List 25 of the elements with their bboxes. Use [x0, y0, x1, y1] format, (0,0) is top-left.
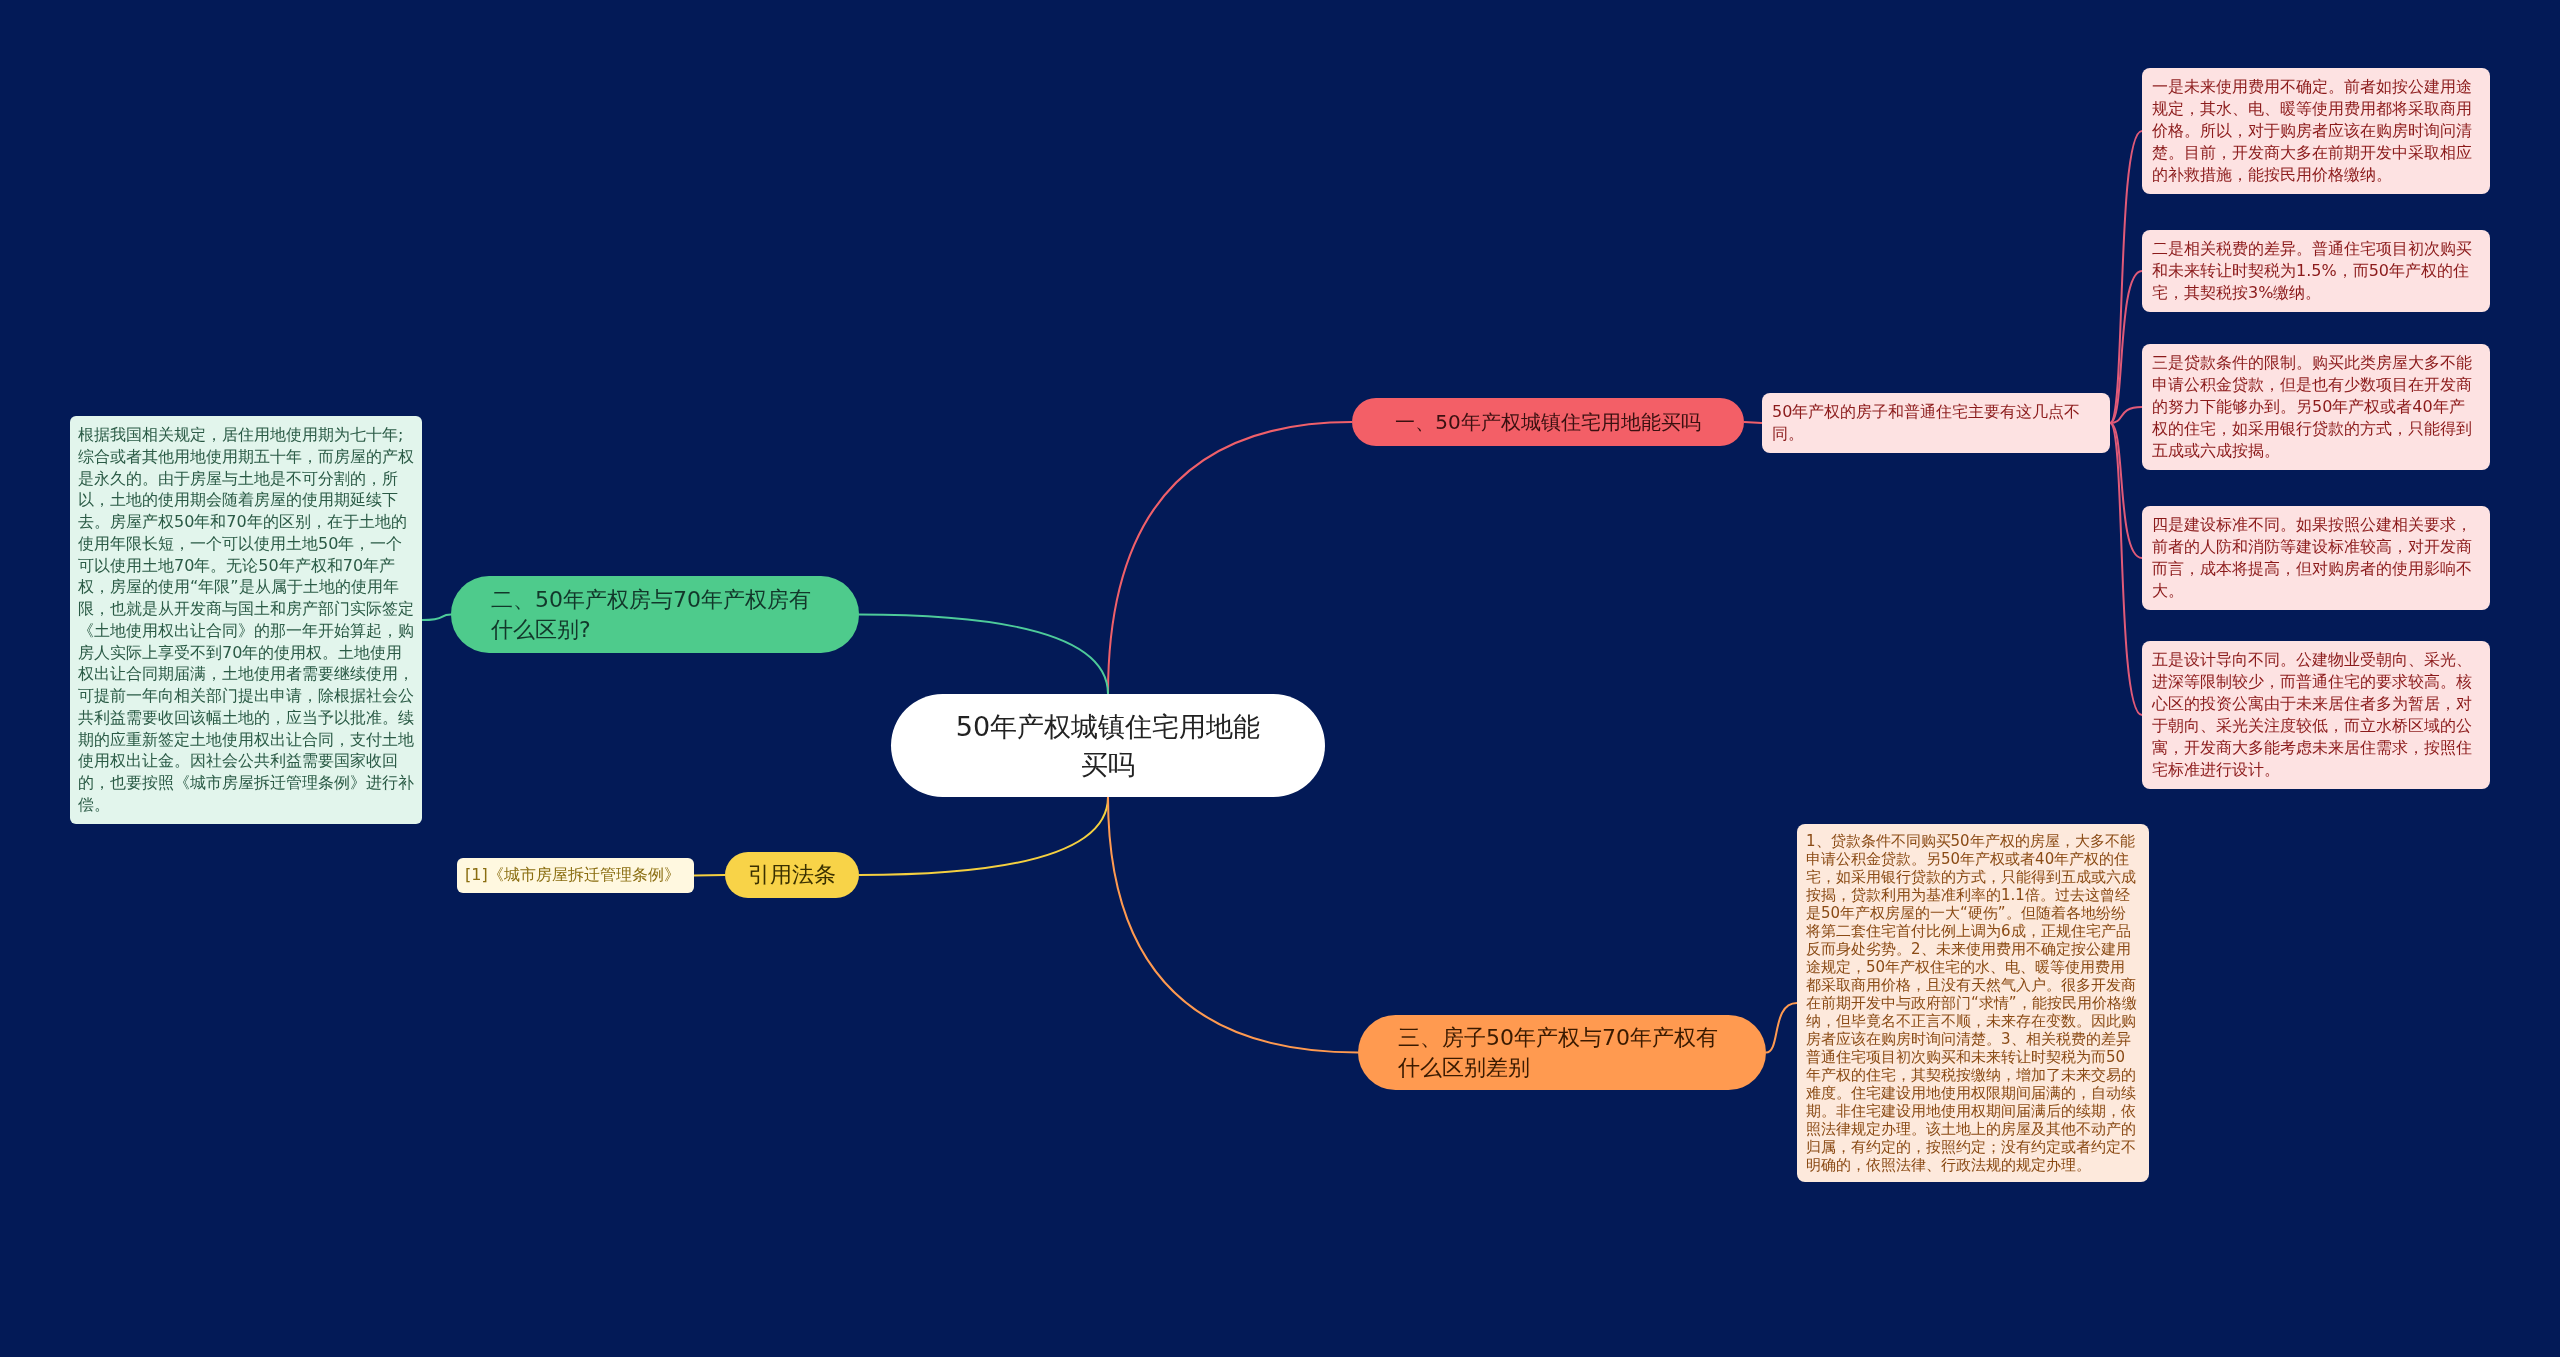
note-card: 根据我国相关规定，居住用地使用期为七十年;综合或者其他用地使用期五十年，而房屋的产权是永久的。由于房屋与土地是不可分割的，所以，土地的使用期会随着房屋的使用期延续下去。房屋产权50年和70年的区别，在于土地的使用年限长短，一个可以使用土地50年，一个可以使用土地70年。无论50年产权和70年产权，房屋的使用“年限”是从属于土地的使用年限，也就是从开发商与国土和房产部门实际签定《土地使用权出让合同》的那一年开始算起，购房人实际上享受不到70年的使用权。土地使用权出让合同期届满，土地使用者需要继续使用，可提前一年向相关部门提出申请，除根据社会公共利益需要收回该幅土地的，应当予以批准。续期的应重新签定土地使用权出让合同，支付土地使用权出让金。因社会公共利益需要国家收回的，也要按照《城市房屋拆迁管理条例》进行补偿。 [70, 416, 422, 824]
connector-line [858, 613, 1109, 695]
connector-line [2109, 130, 2143, 424]
connector-line [2109, 406, 2143, 424]
connector-line [1765, 1002, 1798, 1054]
note-card: 1、贷款条件不同购买50年产权的房屋，大多不能申请公积金贷款。另50年产权或者40年产权的住宅，如采用银行贷款的方式，只能得到五成或六成按揭，贷款利用为基准利率的1.1倍。过去这曾经是50年产权房屋的一大“硬伤”。但随着各地纷纷将第二套住宅首付比例上调为6成，正规住宅产品反而身处劣势。2、未来使用费用不确定按公建用途规定，50年产权住宅的水、电、暖等使用费用都采取商用价格，且没有天然气入户。很多开发商在前期开发中与政府部门“求情”，能按民用价格缴纳，但毕竟名不正言不顺，未来存在变数。因此购房者应该在购房时询问清楚。3、相关税费的差异普通住宅项目初次购买和未来转让时契税为而50年产权的住宅，其契税按缴纳，增加了未来交易的难度。住宅建设用地使用权限期间届满的，自动续期。非住宅建设用地使用权期间届满后的续期，依照法律规定办理。该土地上的房屋及其他不动产的归属，有约定的，按照约定；没有约定或者约定不明确的，依照法律、行政法规的规定办理。 [1797, 824, 2149, 1182]
topic-pill: 50年产权城镇住宅用地能买吗 [891, 694, 1325, 797]
note-card: 一是未来使用费用不确定。前者如按公建用途规定，其水、电、暖等使用费用都将采取商用价格。所以，对于购房者应该在购房时询问清楚。目前，开发商大多在前期开发中采取相应的补救措施，能按民用价格缴纳。 [2142, 68, 2490, 195]
branch-pill: 三、房子50年产权与70年产权有什么区别差别 [1358, 1015, 1766, 1090]
branch-pill: 二、50年产权房与70年产权房有什么区别? [451, 576, 859, 653]
connector-line [2109, 422, 2143, 559]
branch-pill: 引用法条 [725, 852, 859, 898]
connector-line [2109, 422, 2143, 716]
citation-card: [1]《城市房屋拆迁管理条例》 [457, 858, 694, 893]
connector-line [693, 874, 726, 877]
note-card: 二是相关税费的差异。普通住宅项目初次购买和未来转让时契税为1.5%，而50年产权的住宅，其契税按3%缴纳。 [2142, 230, 2490, 313]
note-card: 五是设计导向不同。公建物业受朝向、采光、进深等限制较少，而普通住宅的要求较高。核心区的投资公寓由于未来居住者多为暂居，对于朝向、采光关注度较低，而立水桥区域的公寓，开发商大多能考虑未来居住需求，按照住宅标准进行设计。 [2142, 641, 2490, 790]
connector-line [421, 613, 452, 621]
note-card: 50年产权的房子和普通住宅主要有这几点不同。 [1762, 393, 2110, 454]
note-card: 四是建设标准不同。如果按照公建相关要求，前者的人防和消防等建设标准较高，对开发商而言，成本将提高，但对购房者的使用影响不大。 [2142, 506, 2490, 611]
connector-line [1107, 796, 1359, 1054]
connector-line [1743, 421, 1763, 424]
connector-line [2109, 270, 2143, 424]
branch-pill: 一、50年产权城镇住宅用地能买吗 [1352, 398, 1744, 446]
note-card: 三是贷款条件的限制。购买此类房屋大多不能申请公积金贷款，但是也有少数项目在开发商的努力下能够办到。另50年产权或者40年产权的住宅，如采用银行贷款的方式，只能得到五成或六成按揭。 [2142, 344, 2490, 471]
